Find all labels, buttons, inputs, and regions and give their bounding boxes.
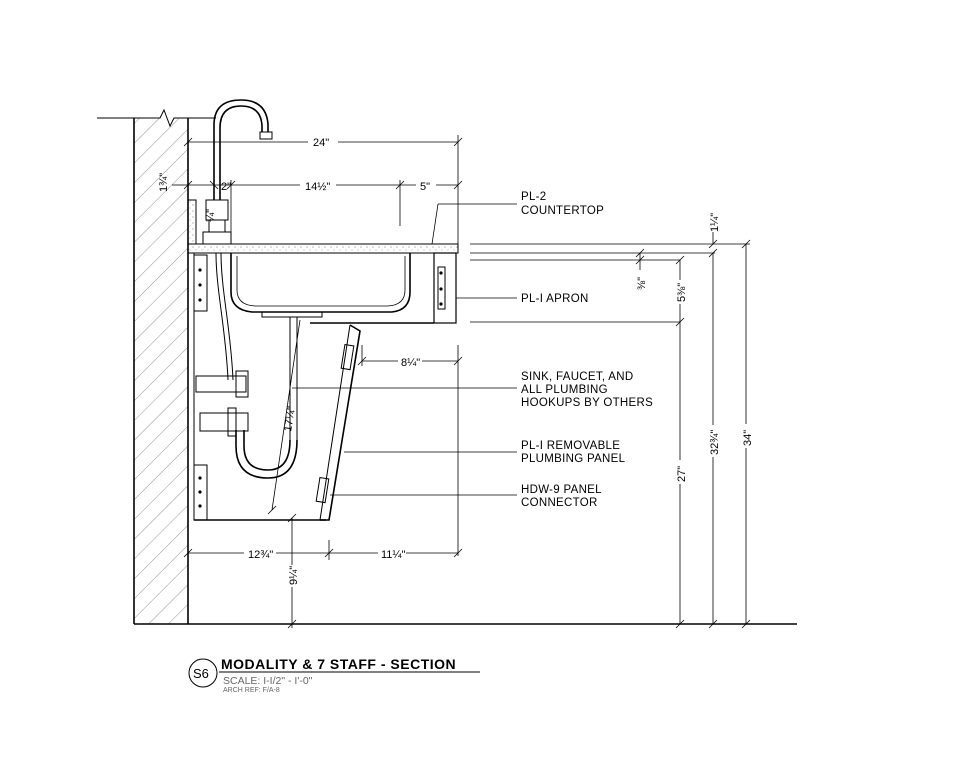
dim-faucet-offset: 2" bbox=[221, 181, 231, 193]
note-plumbing-2: ALL PLUMBING bbox=[521, 384, 608, 396]
callout-notes: PL-2 COUNTERTOP PL-I APRON SINK, FAUCET,… bbox=[521, 191, 653, 509]
dim-panel-length: 17¼" bbox=[282, 405, 298, 432]
section-scale: SCALE: I-I/2" - I'-0" bbox=[223, 675, 313, 687]
arch-ref: ARCH REF: F/A-8 bbox=[223, 687, 280, 694]
faucet bbox=[202, 99, 273, 245]
plumbing-pipes bbox=[195, 252, 298, 479]
dim-clear-height: 27" bbox=[676, 466, 688, 482]
note-connector-2: CONNECTOR bbox=[521, 497, 598, 509]
dim-faucet-height: ¼" bbox=[205, 209, 217, 222]
dim-sink-width: 14½" bbox=[305, 181, 330, 193]
dim-apron-height: 5⅜" bbox=[676, 283, 688, 302]
note-panel-2: PLUMBING PANEL bbox=[521, 453, 626, 465]
dim-under-rim: 32¾" bbox=[709, 430, 721, 455]
wall bbox=[97, 108, 216, 624]
dim-back-offset: 5" bbox=[420, 181, 430, 193]
dim-wall-gap: 1¾" bbox=[158, 173, 170, 192]
dim-knee-depth: 12¾" bbox=[248, 549, 273, 561]
note-apron: PL-I APRON bbox=[521, 293, 589, 305]
title-block: S6 MODALITY & 7 STAFF - SECTION SCALE: I… bbox=[188, 656, 480, 694]
dim-knee-height: 9¼" bbox=[288, 566, 300, 585]
dim-panel-offset: 8¼" bbox=[401, 357, 420, 369]
note-countertop-2: COUNTERTOP bbox=[521, 205, 604, 217]
note-plumbing-3: HOOKUPS BY OTHERS bbox=[521, 397, 653, 409]
removable-panel bbox=[310, 322, 434, 521]
dim-overall-height: 34" bbox=[742, 430, 754, 446]
dim-toe-depth: 11¼" bbox=[381, 549, 406, 561]
dimension-lines bbox=[172, 135, 751, 629]
sink-bowl bbox=[230, 253, 411, 318]
note-plumbing-1: SINK, FAUCET, AND bbox=[521, 371, 633, 383]
dim-counter-thickness: 1¼" bbox=[709, 213, 721, 232]
section-tag: S6 bbox=[193, 666, 209, 681]
dim-rim-drop: ⅜" bbox=[636, 277, 648, 290]
dim-top-width: 24" bbox=[313, 137, 329, 149]
dimension-text: 24" 2" 14½" 5" 1¾" ¼" 1¼" ⅜" 5⅜" 8¼" 17¼… bbox=[158, 134, 754, 587]
note-connector-1: HDW-9 PANEL bbox=[521, 484, 602, 496]
section-title: MODALITY & 7 STAFF - SECTION bbox=[221, 656, 456, 672]
countertop bbox=[187, 199, 459, 254]
note-countertop-1: PL-2 bbox=[521, 191, 547, 203]
apron bbox=[433, 252, 457, 324]
note-panel-1: PL-I REMOVABLE bbox=[521, 440, 620, 452]
